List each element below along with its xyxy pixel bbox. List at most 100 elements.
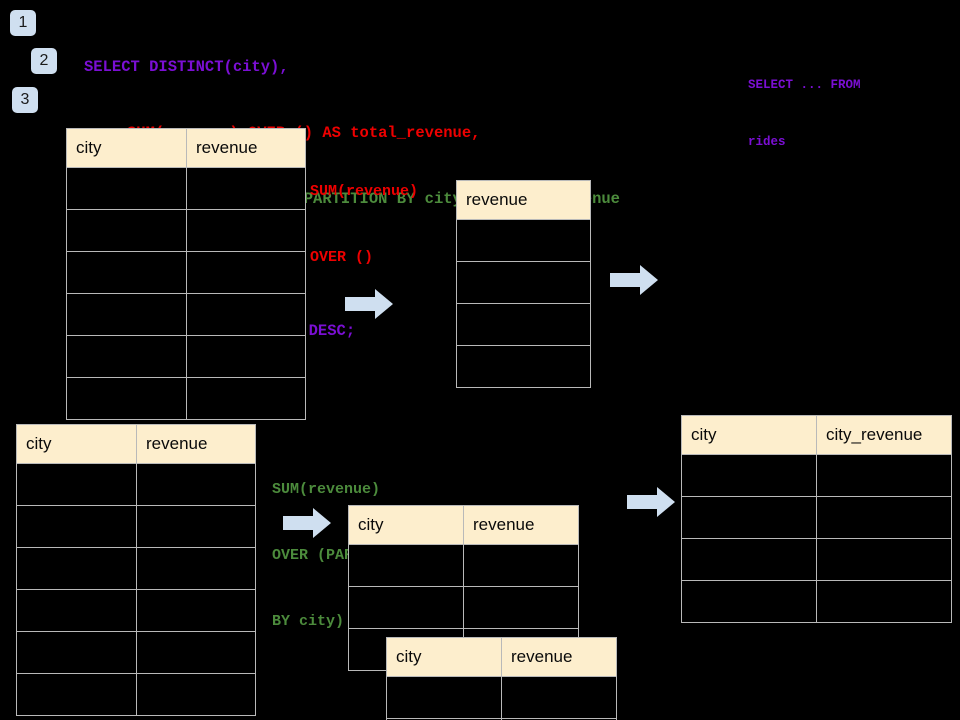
cell-revenue bbox=[456, 261, 591, 304]
table-row bbox=[16, 589, 256, 632]
column-header-revenue: revenue bbox=[186, 128, 306, 168]
cell-city bbox=[16, 547, 137, 590]
annotation-city-revenue-line-3: BY city) bbox=[272, 613, 345, 630]
arrow-right-icon-1 bbox=[345, 289, 393, 319]
cell-revenue bbox=[186, 377, 306, 420]
table-row bbox=[348, 544, 579, 587]
cell-city-revenue bbox=[816, 454, 952, 497]
annotation-total-revenue: SUM(revenue) OVER () bbox=[310, 137, 418, 313]
table-header-row: city revenue bbox=[386, 637, 617, 677]
column-header-city-revenue: city_revenue bbox=[816, 415, 952, 455]
table-row bbox=[348, 586, 579, 629]
column-header-city: city bbox=[348, 505, 464, 545]
cell-city bbox=[16, 463, 137, 506]
sql-line-select: SELECT DISTINCT(city), bbox=[84, 58, 289, 76]
cell-revenue bbox=[463, 544, 579, 587]
cell-city bbox=[16, 673, 137, 716]
table-row bbox=[681, 580, 952, 623]
cell-city-revenue bbox=[816, 496, 952, 539]
cell-city-revenue bbox=[816, 538, 952, 581]
cell-city bbox=[66, 293, 187, 336]
table-row bbox=[386, 718, 617, 720]
table-row bbox=[66, 209, 306, 252]
arrow-right-icon-4 bbox=[627, 487, 675, 517]
table-row bbox=[386, 676, 617, 719]
table-body bbox=[66, 167, 306, 420]
cell-revenue bbox=[136, 463, 256, 506]
cell-city bbox=[66, 335, 187, 378]
cell-revenue bbox=[456, 219, 591, 262]
cell-city bbox=[681, 580, 817, 623]
cell-city bbox=[16, 505, 137, 548]
side-note-select-from: SELECT ... FROM rides bbox=[748, 38, 861, 190]
table-row bbox=[681, 496, 952, 539]
table-header-row: city city_revenue bbox=[681, 415, 952, 455]
cell-city-revenue bbox=[816, 580, 952, 623]
cell-revenue bbox=[136, 547, 256, 590]
side-note-line-1: SELECT ... FROM bbox=[748, 78, 861, 92]
cell-city bbox=[16, 589, 137, 632]
table-rides-bottom: city revenue bbox=[16, 424, 256, 716]
cell-city bbox=[16, 631, 137, 674]
cell-city bbox=[348, 586, 464, 629]
table-row bbox=[66, 167, 306, 210]
table-row bbox=[456, 345, 591, 388]
table-partition-front: city revenue bbox=[386, 637, 617, 720]
table-row bbox=[66, 251, 306, 294]
table-row bbox=[66, 377, 306, 420]
cell-revenue bbox=[186, 209, 306, 252]
step-badge-3: 3 bbox=[12, 87, 38, 113]
column-header-revenue: revenue bbox=[501, 637, 617, 677]
side-note-line-2: rides bbox=[748, 135, 786, 149]
column-header-city: city bbox=[386, 637, 502, 677]
table-header-row: city revenue bbox=[348, 505, 579, 545]
table-body bbox=[386, 676, 617, 720]
table-row bbox=[681, 454, 952, 497]
table-result: city city_revenue bbox=[681, 415, 952, 623]
step-badge-2: 2 bbox=[31, 48, 57, 74]
column-header-revenue: revenue bbox=[136, 424, 256, 464]
table-header-row: city revenue bbox=[66, 128, 306, 168]
table-row bbox=[456, 303, 591, 346]
table-row bbox=[66, 335, 306, 378]
column-header-city: city bbox=[16, 424, 137, 464]
column-header-revenue: revenue bbox=[456, 180, 591, 220]
annotation-total-revenue-line-1: SUM(revenue) bbox=[310, 183, 419, 200]
cell-revenue bbox=[186, 335, 306, 378]
column-header-revenue: revenue bbox=[463, 505, 579, 545]
cell-revenue bbox=[136, 631, 256, 674]
table-body bbox=[16, 463, 256, 716]
cell-revenue bbox=[463, 586, 579, 629]
cell-city bbox=[681, 496, 817, 539]
cell-revenue bbox=[186, 251, 306, 294]
cell-city bbox=[681, 454, 817, 497]
step-badge-1: 1 bbox=[10, 10, 36, 36]
annotation-city-revenue-line-1: SUM(revenue) bbox=[272, 481, 381, 498]
cell-city bbox=[66, 209, 187, 252]
table-header-row: city revenue bbox=[16, 424, 256, 464]
cell-city bbox=[386, 676, 502, 719]
cell-city bbox=[66, 377, 187, 420]
arrow-right-icon-3 bbox=[283, 508, 331, 538]
cell-city bbox=[348, 544, 464, 587]
annotation-total-revenue-line-2: OVER () bbox=[310, 249, 374, 266]
table-rides-top: city revenue bbox=[66, 128, 306, 420]
cell-city bbox=[681, 538, 817, 581]
cell-revenue bbox=[136, 673, 256, 716]
table-total-revenue: revenue bbox=[456, 180, 591, 388]
cell-city bbox=[66, 167, 187, 210]
cell-revenue bbox=[136, 505, 256, 548]
cell-revenue bbox=[456, 303, 591, 346]
cell-revenue bbox=[501, 718, 617, 720]
cell-revenue bbox=[501, 676, 617, 719]
cell-city bbox=[66, 251, 187, 294]
table-row bbox=[456, 261, 591, 304]
table-body bbox=[681, 454, 952, 623]
cell-revenue bbox=[186, 167, 306, 210]
column-header-city: city bbox=[681, 415, 817, 455]
table-header-row: revenue bbox=[456, 180, 591, 220]
table-row bbox=[16, 673, 256, 716]
column-header-city: city bbox=[66, 128, 187, 168]
table-row bbox=[681, 538, 952, 581]
